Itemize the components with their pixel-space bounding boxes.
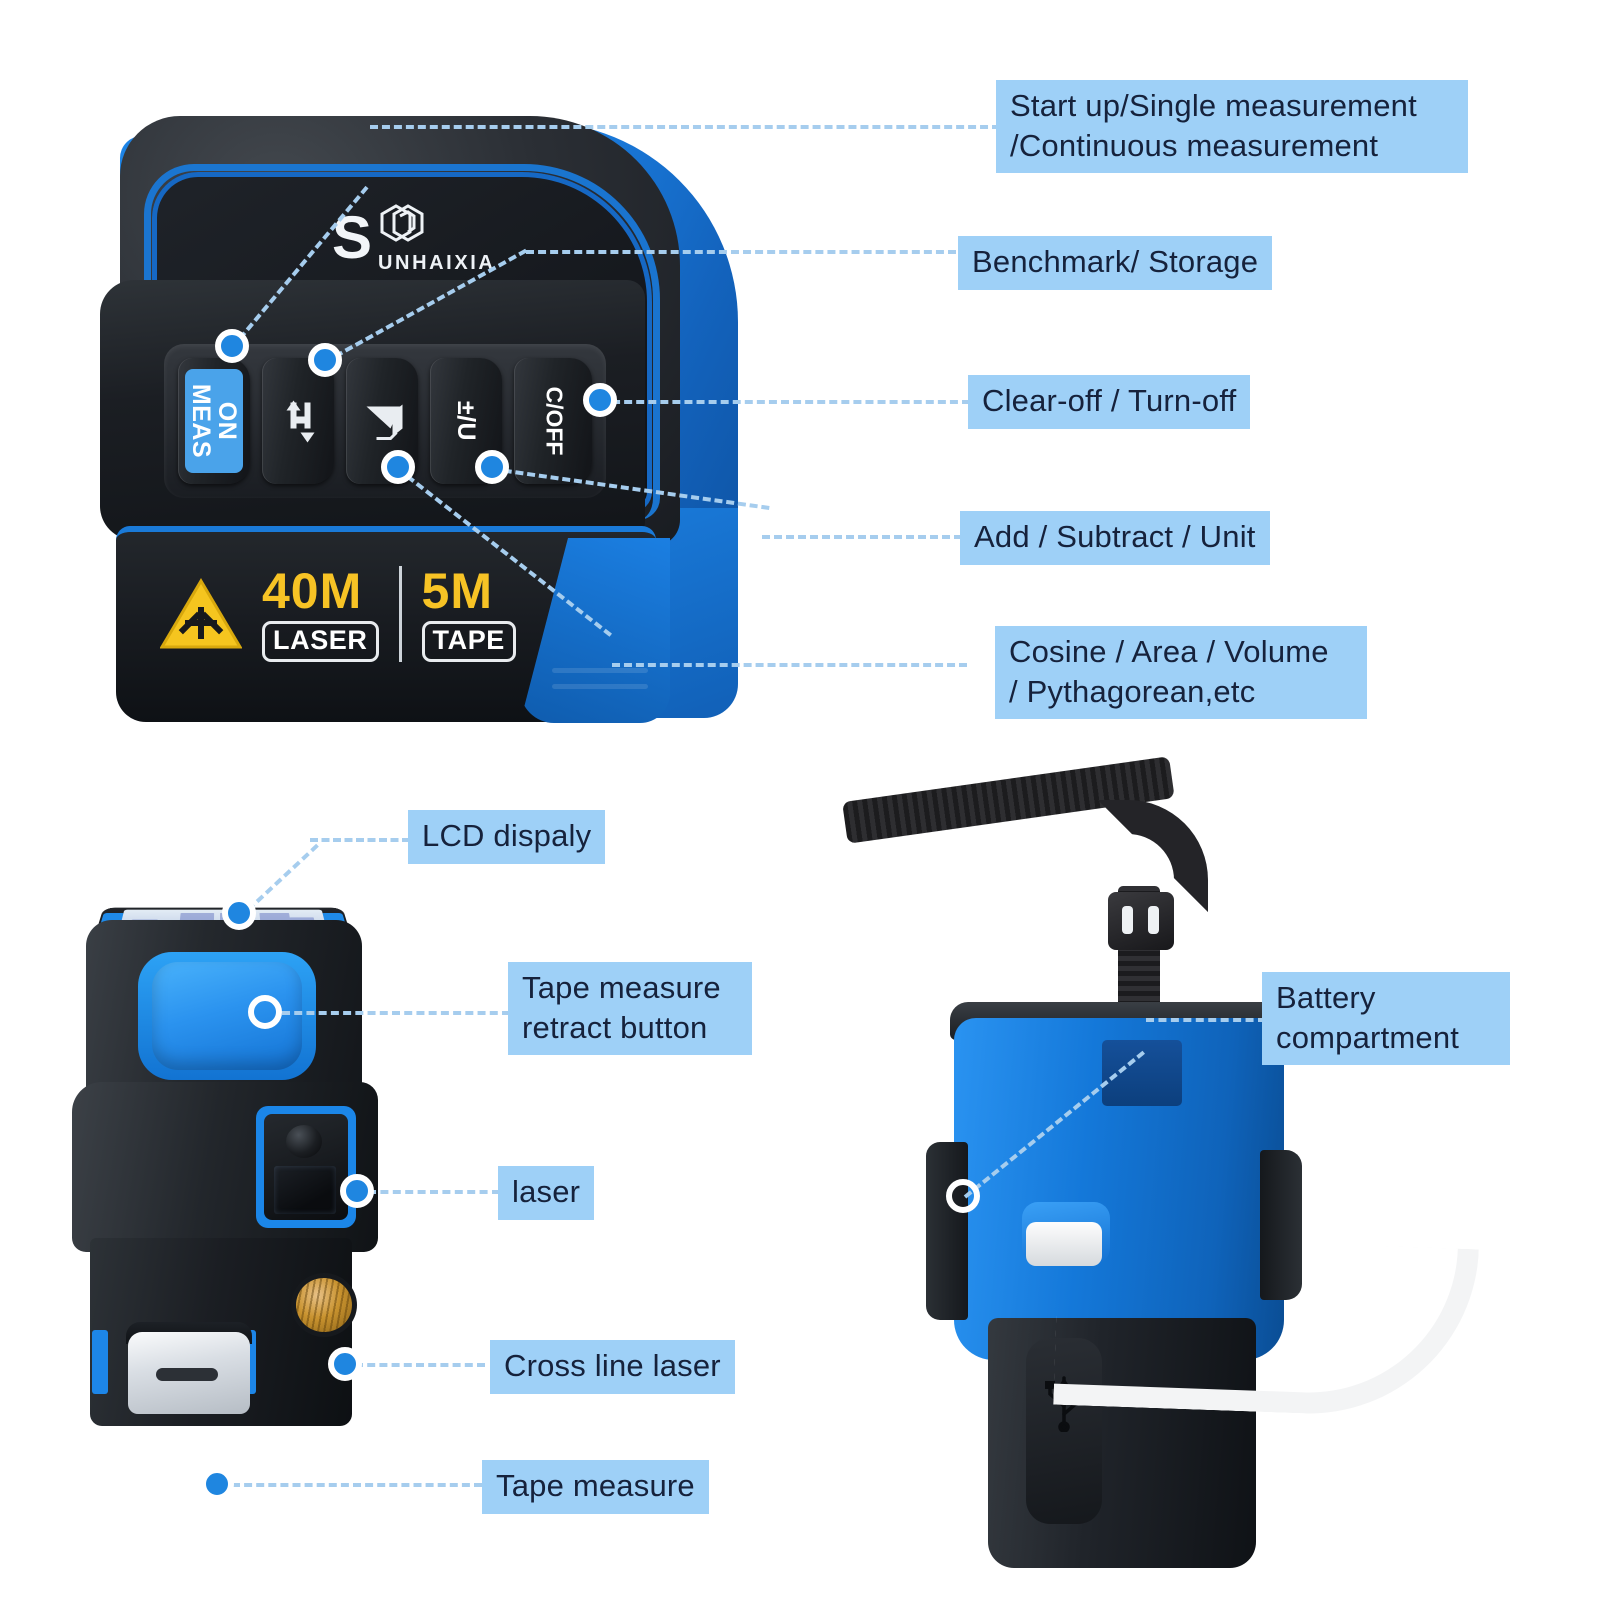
tape-hook-slot (156, 1368, 218, 1381)
connector-add-subtract-b (762, 535, 962, 539)
marker-benchmark[interactable] (308, 343, 342, 377)
cube-logo-icon (374, 200, 426, 248)
key-clear-off-label: C/OFF (540, 386, 567, 456)
connector-clear-off (600, 400, 970, 404)
label-lcd-display: LCD dispaly (408, 810, 606, 864)
marker-battery-compartment[interactable] (946, 1179, 980, 1213)
cross-line-laser-knob[interactable] (296, 1278, 352, 1332)
spec-tape-value: 5M (421, 563, 493, 619)
spec-divider (398, 566, 402, 662)
area-volume-icon (358, 398, 407, 444)
marker-add-subtract[interactable] (475, 450, 509, 484)
label-add-subtract-unit: Add / Subtract / Unit (960, 511, 1270, 565)
brand-initial: S (332, 203, 373, 271)
connector-start-up-b (370, 125, 1000, 129)
marker-cross-line-laser[interactable] (328, 1347, 362, 1381)
spec-tape: 5M TAPE (421, 563, 516, 662)
connector-benchmark-b (526, 250, 956, 254)
spec-laser: 40M LASER (262, 566, 379, 662)
spec-laser-value: 40M (262, 563, 363, 619)
laser-emitter-lens (286, 1125, 322, 1158)
usb-cable-plug (1026, 1222, 1102, 1266)
device-top-view: S UNHAIXIA ON MEAS (100, 108, 760, 738)
connector-lcd-b (310, 838, 410, 842)
marker-tape-retract-button[interactable] (248, 995, 282, 1029)
marker-laser[interactable] (340, 1174, 374, 1208)
reference-swap-icon (276, 398, 321, 444)
spec-tape-label: TAPE (421, 621, 516, 662)
connector-battery-b (1146, 1018, 1266, 1022)
connector-laser (368, 1190, 500, 1194)
marker-lcd-display[interactable] (222, 896, 256, 930)
label-benchmark-storage: Benchmark/ Storage (958, 236, 1273, 290)
device-side-view (840, 756, 1479, 1568)
label-cosine-area-volume: Cosine / Area / Volume / Pythagorean,etc (995, 626, 1367, 720)
label-cross-line-laser: Cross line laser (490, 1340, 735, 1394)
key-on-meas-label: ON MEAS (187, 383, 242, 459)
marker-tape-measure[interactable] (200, 1467, 234, 1501)
strap-mount-slot (1102, 1040, 1182, 1106)
brand-name: UNHAIXIA (378, 252, 496, 274)
key-on-meas[interactable]: ON MEAS (178, 358, 250, 484)
usb-cable (1053, 1234, 1479, 1420)
key-clear-off[interactable]: C/OFF (514, 358, 592, 484)
side-right-grip (1260, 1150, 1302, 1300)
laser-receiver-window (274, 1166, 336, 1214)
label-battery-compartment: Battery compartment (1262, 972, 1510, 1066)
connector-retract (282, 1011, 510, 1015)
grip-ridge (552, 684, 648, 689)
marker-start-up[interactable] (215, 329, 249, 363)
key-add-subtract-unit-label: ±/U (451, 400, 480, 442)
label-laser: laser (498, 1166, 595, 1220)
grip-ridge (552, 668, 648, 673)
label-tape-measure: Tape measure (482, 1460, 709, 1514)
device-front-view (60, 890, 420, 1510)
label-start-up: Start up/Single measurement /Continuous … (996, 80, 1468, 174)
laser-warning-icon (159, 577, 243, 651)
connector-cross-line (355, 1363, 485, 1367)
spec-badges: 40M LASER 5M TAPE (159, 563, 516, 662)
connector-tape-measure (232, 1483, 482, 1487)
connector-cosine-b (612, 663, 967, 667)
usb-icon (1040, 1370, 1088, 1433)
front-blue-strip-left (92, 1330, 108, 1394)
side-left-grip (926, 1142, 968, 1320)
spec-laser-label: LASER (262, 621, 379, 662)
strap-buckle (1108, 892, 1174, 950)
marker-clear-off[interactable] (583, 383, 617, 417)
knurl-texture-icon (296, 1278, 352, 1332)
label-tape-retract-button: Tape measure retract button (508, 962, 752, 1056)
brand-logo: S UNHAIXIA (332, 200, 493, 274)
key-benchmark-storage[interactable] (262, 358, 334, 484)
marker-cosine[interactable] (381, 450, 415, 484)
label-clear-off: Clear-off / Turn-off (968, 375, 1251, 429)
